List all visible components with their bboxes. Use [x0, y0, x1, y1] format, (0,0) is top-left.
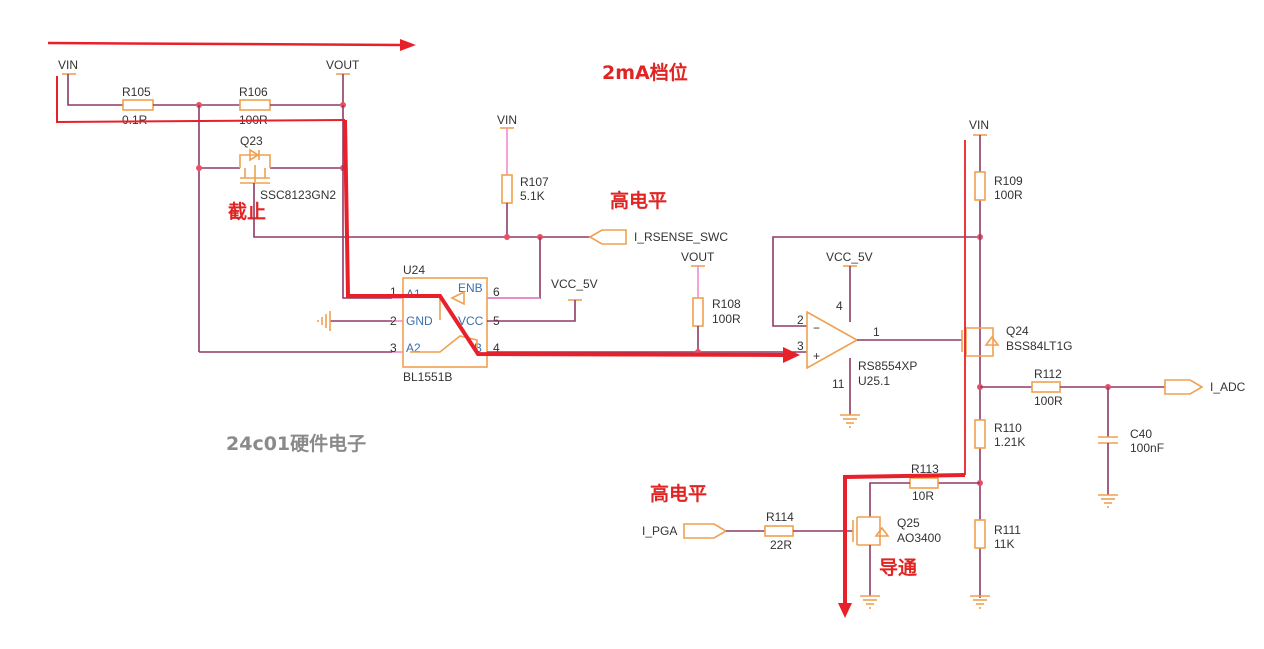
ground-c40	[1097, 494, 1119, 508]
svg-text:+: +	[813, 349, 820, 363]
net-vout-top: VOUT	[326, 58, 360, 105]
resistor-r110: R110 1.21K	[974, 419, 1025, 449]
resistor-r109: R109 100R	[974, 171, 1023, 202]
svg-text:B: B	[474, 341, 482, 355]
pga-level-label: 高电平	[650, 482, 707, 505]
svg-text:3: 3	[390, 341, 397, 355]
svg-text:VIN: VIN	[497, 113, 517, 127]
net-vin-r107: VIN	[497, 113, 517, 175]
ground-opamp	[839, 414, 861, 428]
ground-u24	[317, 311, 392, 331]
svg-text:Q23: Q23	[240, 134, 263, 148]
svg-text:5.1K: 5.1K	[520, 189, 545, 203]
svg-text:100nF: 100nF	[1130, 441, 1164, 455]
mosfet-q23: Q23 SSC8123GN2	[239, 134, 336, 202]
resistor-r107: R107 5.1K	[501, 174, 549, 204]
resistor-r105: R105 0.1R	[122, 85, 154, 127]
opamp-u25: − + 2 3 1 4 11 RS8554XP U25.1	[797, 299, 917, 391]
svg-text:0.1R: 0.1R	[122, 113, 148, 127]
svg-text:R110: R110	[994, 421, 1022, 435]
svg-text:VCC_5V: VCC_5V	[826, 250, 873, 264]
resistor-r112: R112 100R	[1031, 367, 1063, 408]
mosfet-q25: Q25 AO3400	[852, 516, 941, 546]
svg-text:100R: 100R	[994, 188, 1023, 202]
svg-text:4: 4	[493, 341, 500, 355]
svg-text:11: 11	[832, 377, 845, 391]
q25-state-label: 导通	[879, 557, 918, 579]
svg-text:100R: 100R	[712, 312, 741, 326]
current-direction-arrow	[47, 39, 416, 51]
svg-text:VCC_5V: VCC_5V	[551, 277, 598, 291]
svg-text:22R: 22R	[770, 538, 792, 552]
svg-text:2: 2	[390, 314, 397, 328]
svg-text:C40: C40	[1130, 427, 1152, 441]
port-i-pga: I_PGA	[642, 523, 728, 539]
svg-text:I_ADC: I_ADC	[1210, 380, 1246, 394]
svg-text:1: 1	[390, 285, 397, 299]
svg-text:R111: R111	[994, 523, 1021, 537]
svg-text:10R: 10R	[912, 489, 934, 503]
svg-text:VIN: VIN	[969, 118, 989, 132]
port-i-adc: I_ADC	[1164, 379, 1246, 395]
svg-text:4: 4	[836, 299, 843, 313]
svg-text:R112: R112	[1034, 367, 1062, 381]
svg-text:R108: R108	[712, 297, 741, 311]
svg-text:VOUT: VOUT	[326, 58, 360, 72]
svg-text:100R: 100R	[1034, 394, 1063, 408]
resistor-r106: R106 100R	[239, 85, 271, 127]
net-vout-r108: VOUT	[681, 250, 715, 298]
svg-text:I_PGA: I_PGA	[642, 524, 677, 538]
current-path-1	[56, 76, 800, 363]
mode-label: 2mA档位	[602, 61, 688, 84]
svg-text:RS8554XP: RS8554XP	[858, 359, 917, 373]
svg-text:R109: R109	[994, 174, 1023, 188]
resistor-r113: R113 10R	[909, 462, 939, 503]
svg-text:GND: GND	[406, 314, 433, 328]
svg-text:SSC8123GN2: SSC8123GN2	[260, 188, 336, 202]
svg-text:VOUT: VOUT	[681, 250, 715, 264]
svg-text:2: 2	[797, 313, 804, 327]
svg-text:R107: R107	[520, 175, 549, 189]
svg-text:VCC: VCC	[458, 314, 484, 328]
svg-text:R114: R114	[766, 510, 794, 524]
svg-text:1.21K: 1.21K	[994, 435, 1025, 449]
q23-state-label: 截止	[228, 200, 266, 223]
watermark: 24c01硬件电子	[226, 432, 366, 455]
svg-text:BSS84LT1G: BSS84LT1G	[1006, 339, 1072, 353]
mosfet-q24: Q24 BSS84LT1G	[961, 324, 1072, 357]
resistor-r111: R111 11K	[974, 519, 1021, 551]
svg-text:U25.1: U25.1	[858, 374, 890, 388]
net-vin-right: VIN	[969, 118, 989, 136]
resistor-r114: R114 22R	[764, 510, 794, 552]
net-vcc5v-opamp: VCC_5V	[826, 250, 873, 322]
svg-text:−: −	[813, 321, 820, 335]
svg-text:3: 3	[797, 339, 804, 353]
svg-text:11K: 11K	[994, 537, 1014, 551]
net-vcc5v-u24: VCC_5V	[487, 277, 598, 322]
svg-text:6: 6	[493, 285, 500, 299]
svg-text:R105: R105	[122, 85, 151, 99]
current-path-2	[838, 140, 966, 618]
svg-text:AO3400: AO3400	[897, 531, 941, 545]
net-vin-top-left: VIN	[58, 58, 123, 106]
rsense-level-label: 高电平	[610, 189, 667, 212]
ic-u24: U24 BL1551B 1 2 3 A1 GND A2 ENB VCC B 6 …	[390, 263, 500, 384]
resistor-r108: R108 100R	[692, 297, 741, 327]
svg-text:A2: A2	[406, 341, 421, 355]
svg-text:Q25: Q25	[897, 516, 920, 530]
svg-text:U24: U24	[403, 263, 425, 277]
svg-text:R106: R106	[239, 85, 268, 99]
port-i-rsense-swc: I_RSENSE_SWC	[588, 229, 728, 245]
svg-text:Q24: Q24	[1006, 324, 1029, 338]
svg-text:VIN: VIN	[58, 58, 78, 72]
capacitor-c40: C40 100nF	[1098, 427, 1164, 455]
ground-q25	[859, 595, 881, 609]
svg-text:I_RSENSE_SWC: I_RSENSE_SWC	[634, 230, 728, 244]
svg-text:BL1551B: BL1551B	[403, 370, 452, 384]
svg-text:1: 1	[873, 325, 880, 339]
svg-text:R113: R113	[911, 462, 939, 476]
